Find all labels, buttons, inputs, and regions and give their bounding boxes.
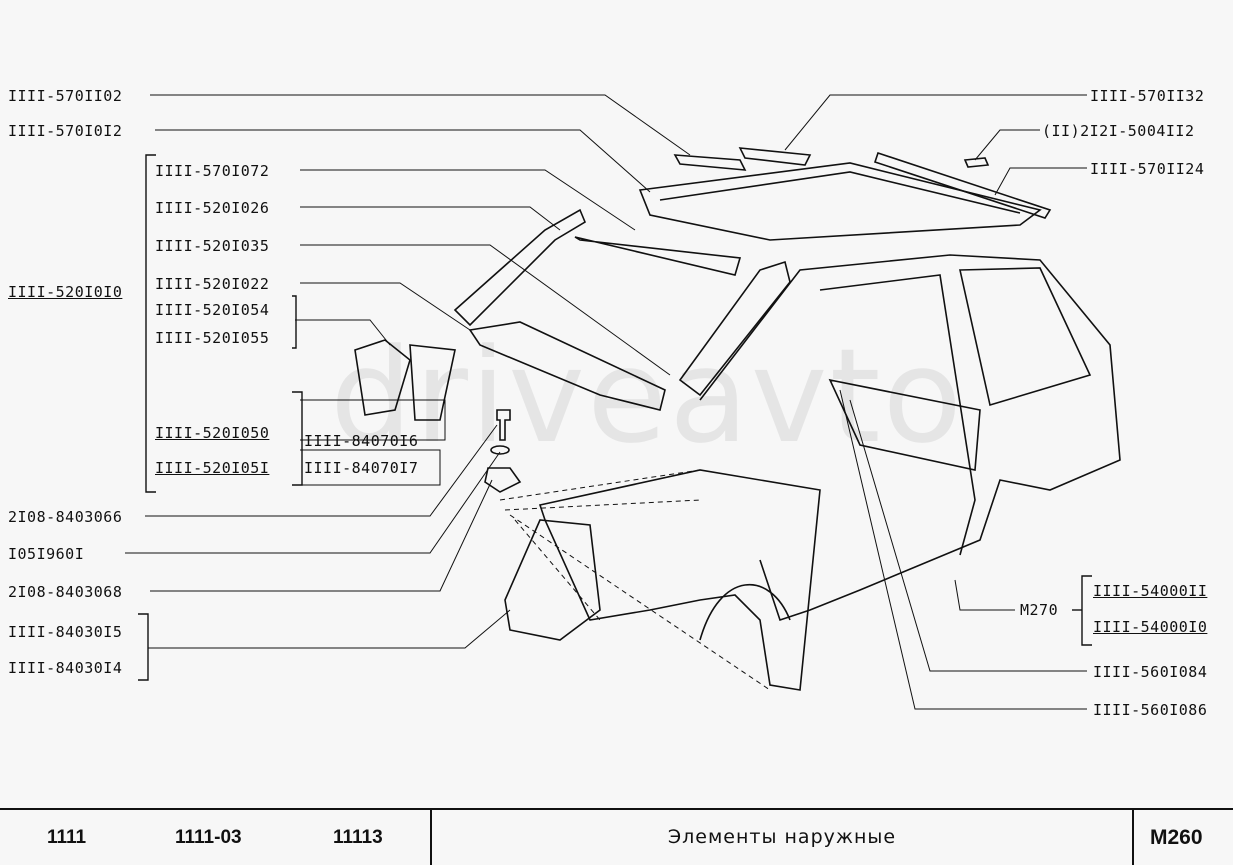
cowl-panel xyxy=(468,321,666,411)
part-label: I05I960I xyxy=(8,545,85,563)
part-label: IIII-84030I4 xyxy=(8,659,123,677)
part-label: IIII-570II32 xyxy=(1090,87,1205,105)
roof-rail-right xyxy=(873,151,1052,219)
a-pillar xyxy=(678,260,791,397)
part-label: IIII-520I055 xyxy=(155,329,270,347)
part-label: IIII-520I050 xyxy=(155,424,270,442)
washer xyxy=(490,445,510,455)
part-label: IIII-520I0I0 xyxy=(8,283,123,301)
part-label: IIII-520I054 xyxy=(155,301,270,319)
part-label: IIII-570II24 xyxy=(1090,160,1205,178)
door-inner xyxy=(828,378,981,471)
part-label: (II)2I2I-5004II2 xyxy=(1042,122,1195,140)
watermark: driveavto xyxy=(330,320,965,472)
part-label: IIII-570II02 xyxy=(8,87,123,105)
roof-strip-left xyxy=(673,154,747,171)
part-label: IIII-84030I5 xyxy=(8,623,123,641)
part-label: IIII-520I05I xyxy=(155,459,270,477)
small-clip xyxy=(963,157,990,168)
model-3: 11113 xyxy=(333,827,383,848)
page-code: M260 xyxy=(1150,826,1203,849)
bolt xyxy=(496,409,511,441)
part-label: IIII-54000I0 xyxy=(1093,618,1208,636)
footer-divider xyxy=(430,810,432,865)
footer: 1111 1111-03 11113 Элементы наружные M26… xyxy=(0,808,1233,865)
wheel-arch xyxy=(699,584,791,641)
bracket-right xyxy=(409,344,456,421)
model-1: 1111 xyxy=(47,827,87,848)
model-2: 1111-03 xyxy=(175,827,242,848)
roof-panel xyxy=(638,162,1042,241)
footer-title: Элементы наружные xyxy=(667,826,897,848)
group-bracket-520I0I0 xyxy=(145,154,156,493)
nut xyxy=(484,467,522,493)
part-label: IIII-520I022 xyxy=(155,275,270,293)
part-label: 2I08-8403066 xyxy=(8,508,123,526)
group-bracket-84030 xyxy=(138,613,149,681)
part-label: IIII-54000II xyxy=(1093,582,1208,600)
group-bracket-54000 xyxy=(1081,575,1092,646)
body-parts-diagram xyxy=(125,94,1121,710)
part-label: 2I08-8403068 xyxy=(8,583,123,601)
part-label: IIII-570I0I2 xyxy=(8,122,123,140)
windshield-frame xyxy=(453,208,587,327)
side-body xyxy=(699,254,1121,622)
part-label: IIII-520I026 xyxy=(155,199,270,217)
front-fender xyxy=(538,469,821,691)
bracket-left xyxy=(354,339,411,416)
part-label: IIII-84070I7 xyxy=(304,459,419,477)
part-label: IIII-520I035 xyxy=(155,237,270,255)
part-label: M270 xyxy=(1020,601,1059,619)
mud-shield xyxy=(504,519,601,641)
part-label: IIII-84070I6 xyxy=(304,432,419,450)
footer-divider xyxy=(1132,810,1134,865)
part-label: IIII-560I086 xyxy=(1093,701,1208,719)
part-label: IIII-570I072 xyxy=(155,162,270,180)
part-label: IIII-560I084 xyxy=(1093,663,1208,681)
roof-strip-mid xyxy=(738,147,812,166)
